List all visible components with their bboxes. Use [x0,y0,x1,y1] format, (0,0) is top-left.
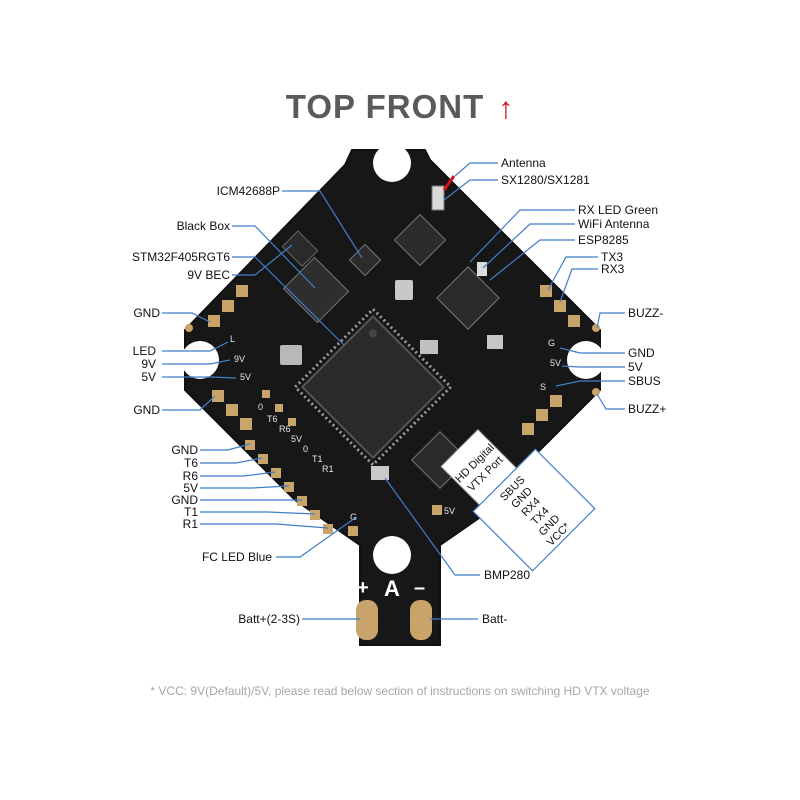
label-5v-left: 5V [141,370,156,384]
silk-uart-r6: R6 [279,424,291,434]
label-gnd-right: GND [628,346,655,360]
label-gnd-4: GND [171,493,198,507]
label-icm42688p: ICM42688P [217,184,280,198]
label-black-box: Black Box [177,219,230,233]
silk-left-9v: 9V [234,354,245,364]
label-5v-right: 5V [628,360,643,374]
silk-bottom-5v: 5V [444,506,455,516]
label-buzz-minus: BUZZ- [628,306,663,320]
label-bmp280: BMP280 [484,568,530,582]
label-sbus-right: SBUS [628,374,661,388]
label-tx3: TX3 [601,250,623,264]
capacitor-right [487,335,503,349]
label-gnd-3: GND [171,443,198,457]
label-batt-minus: Batt- [482,612,507,626]
silk-right-g: G [548,338,555,348]
callout-lines-left [162,190,363,620]
label-t1: T1 [184,505,198,519]
silk-left-5v: 5V [240,372,251,382]
silk-left-l: L [230,334,235,344]
silk-uart-t1: T1 [312,454,323,464]
label-gnd-2: GND [133,403,160,417]
mount-hole-bottom [373,536,411,574]
mcu-chip [293,307,453,467]
gyro-chip [348,243,382,277]
silk-bottom-g: G [350,512,357,522]
antenna-wire [442,175,456,191]
crystal [420,340,438,354]
label-rx3: RX3 [601,262,625,276]
label-t6: T6 [184,456,198,470]
silk-uart-0b: 0 [303,444,308,454]
title-text: TOP FRONT [285,88,485,125]
batt-minus-symbol: – [414,577,425,599]
label-esp8285: ESP8285 [578,233,629,247]
silk-right-s: S [540,382,546,392]
rx-chip [393,213,447,267]
label-antenna: Antenna [501,156,546,170]
silk-right-5v: 5V [550,358,561,368]
board: HD Digital VTX Port [181,144,605,646]
label-rx-led-green: RX LED Green [578,203,658,217]
bec-chip [281,230,319,267]
page-title: TOP FRONT ↑ [0,88,800,126]
wifi-antenna-chip [477,262,487,276]
label-fc-led-blue: FC LED Blue [202,550,272,564]
mount-hole-right [567,341,605,379]
antenna-connector [395,280,413,300]
label-9v: 9V [141,357,156,371]
ceramic-antenna [431,185,445,211]
batt-plus-symbol: + [357,577,369,599]
capacitor-left [280,345,302,365]
left-labels: ICM42688P Black Box STM32F405RGT6 9V BEC… [132,184,300,626]
label-buzz-plus: BUZZ+ [628,402,666,416]
brand-logo: A [384,576,400,601]
baro-sensor [371,466,389,480]
label-r1: R1 [183,517,199,531]
label-r6: R6 [183,469,199,483]
label-wifi-antenna: WiFi Antenna [578,217,650,231]
right-labels: Antenna SX1280/SX1281 RX LED Green WiFi … [482,156,666,626]
silk-uart-5v: 5V [291,434,302,444]
mount-hole-top [373,144,411,182]
label-sx1280: SX1280/SX1281 [501,173,590,187]
footnote: * VCC: 9V(Default)/5V, please read below… [150,684,650,698]
silk-uart-t6: T6 [267,414,278,424]
silk-uart-0a: 0 [258,402,263,412]
up-arrow-icon: ↑ [498,92,515,125]
silk-uart-r1: R1 [322,464,334,474]
blackbox-chip [282,256,350,324]
callout-lines-right [384,162,625,620]
label-9v-bec: 9V BEC [187,268,230,282]
label-5v-uart: 5V [183,481,198,495]
label-gnd-1: GND [133,306,160,320]
esp-chip [436,266,500,330]
label-led: LED [133,344,157,358]
mount-hole-left [181,341,219,379]
label-stm32: STM32F405RGT6 [132,250,230,264]
label-batt-plus: Batt+(2-3S) [238,612,300,626]
